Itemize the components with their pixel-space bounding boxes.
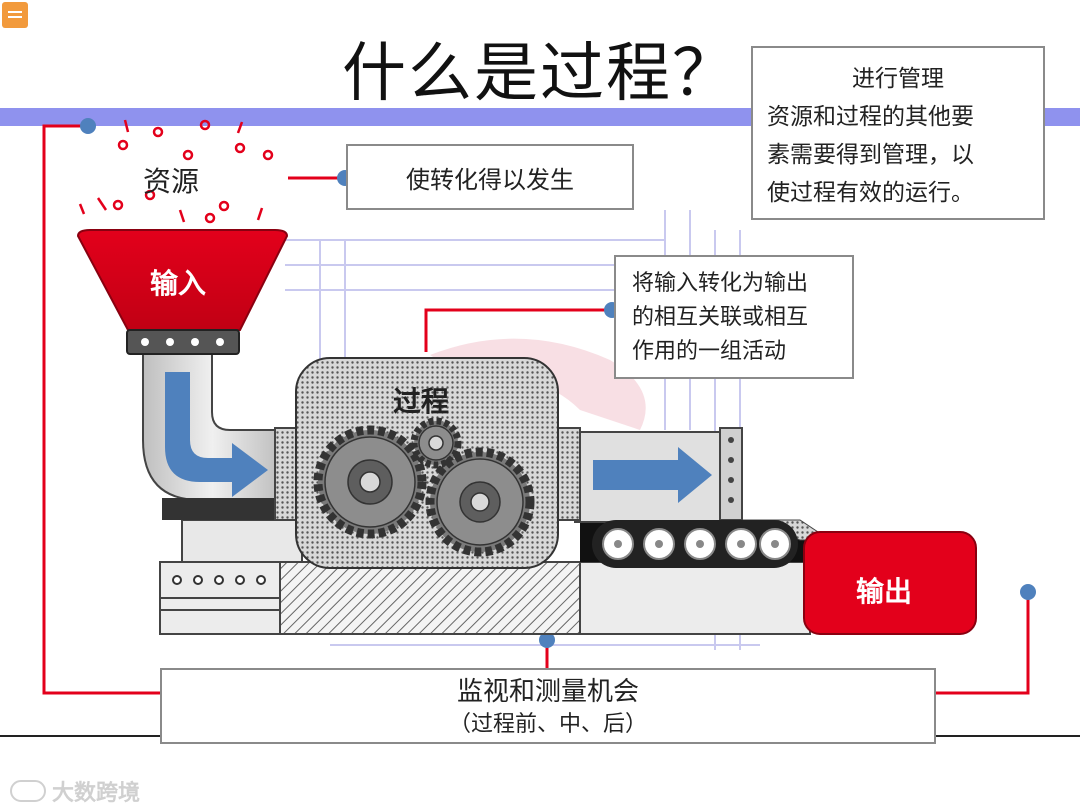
gears [313, 417, 535, 557]
inlet-pipe [142, 351, 298, 521]
input-label: 输入 [150, 267, 207, 300]
resources-label: 资源 [143, 165, 200, 198]
enable-box: 使转化得以发生 [346, 144, 634, 210]
page-title: 什么是过程？ [342, 37, 738, 111]
watermark-logo-icon [10, 780, 46, 802]
management-box-title: 进行管理 [852, 66, 944, 92]
activities-box: 将输入转化为输出 的相互关联或相互 作用的一组活动 [614, 255, 854, 379]
watermark-text: 大数跨境 [52, 781, 141, 806]
note-icon [2, 2, 28, 28]
inlet-arrow [165, 372, 268, 497]
output-label: 输出 [856, 575, 913, 608]
connector-dots [80, 118, 1036, 648]
management-box-line: 使过程有效的运行。 [767, 180, 974, 206]
outlet-arrow [593, 447, 712, 503]
red-connectors [42, 124, 1030, 695]
activities-box-line: 作用的一组活动 [632, 339, 787, 364]
resource-particles [78, 119, 274, 224]
monitor-box: 监视和测量机会 （过程前、中、后） [160, 668, 936, 744]
activities-box-line: 将输入转化为输出 [632, 271, 809, 296]
management-box-line: 素需要得到管理，以 [767, 142, 974, 168]
management-box: 进行管理 资源和过程的其他要 素需要得到管理，以 使过程有效的运行。 [751, 46, 1045, 220]
process-label: 过程 [393, 385, 450, 418]
connector-dot-output [1020, 584, 1036, 600]
input-funnel [76, 229, 289, 355]
monitor-box-title: 监视和测量机会 [456, 677, 639, 707]
output-box [803, 531, 977, 635]
activities-box-line: 的相互关联或相互 [632, 305, 809, 330]
management-box-line: 资源和过程的其他要 [767, 104, 974, 130]
connector-dot-top-left [80, 118, 96, 134]
conveyor [592, 520, 798, 568]
connector-dot-monitor [539, 632, 555, 648]
watermark: 大数跨境 [10, 775, 140, 807]
monitor-box-subtitle: （过程前、中、后） [448, 712, 647, 737]
outlet-pipe [557, 427, 743, 523]
